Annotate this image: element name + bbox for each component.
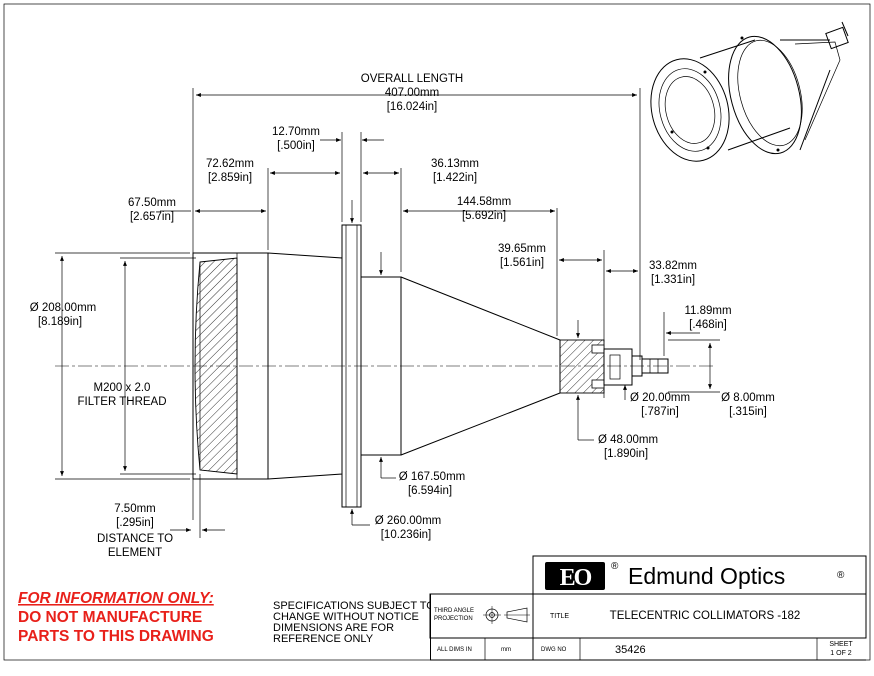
dia-20-in: [.787in] [641,406,679,418]
dia-260-mm: Ø 260.00mm [375,515,441,527]
overall-length-label: OVERALL LENGTH [361,73,463,85]
eo-logo [545,562,605,590]
company-name: Edmund Optics [628,563,785,589]
warning-line3: PARTS TO THIS DRAWING [18,628,214,645]
dimension-lines [55,88,720,538]
dwg-no-label: DWG NO [541,647,567,653]
side-view [55,224,715,508]
dim-72-62-in: [2.859in] [208,172,252,184]
dims-unit: mm [501,647,511,653]
dim-144-58-in: [5.692in] [462,210,506,222]
dim-144-58-mm: 144.58mm [457,196,511,208]
distance-mm: 7.50mm [114,503,156,515]
sheet-label: SHEET [829,641,853,648]
eo-logo-text: EO [560,565,592,591]
warning-line2: DO NOT MANUFACTURE [18,609,202,626]
dim-39-65-mm: 39.65mm [498,243,546,255]
overall-length-in: [16.024in] [387,101,438,113]
dia-260-in: [10.236in] [381,529,432,541]
notice-line4: REFERENCE ONLY [273,633,374,645]
warning-block: FOR INFORMATION ONLY: DO NOT MANUFACTURE… [18,590,214,645]
dims-label: ALL DIMS IN [437,647,472,653]
dim-67-50-mm: 67.50mm [128,197,176,209]
dwg-no: 35426 [615,644,646,656]
dia-167-5-mm: Ø 167.50mm [399,471,465,483]
dia-20-mm: Ø 20.00mm [630,392,690,404]
notice-line2: CHANGE WITHOUT NOTICE [273,611,419,623]
dim-11-89-in: [.468in] [689,319,727,331]
isometric-view [650,21,849,162]
dim-36-13-in: [1.422in] [433,172,477,184]
dia-167-5-in: [6.594in] [408,485,452,497]
title-label: TITLE [550,613,569,620]
distance-label-line1: DISTANCE TO [97,533,173,545]
dia-48-in: [1.890in] [604,448,648,460]
dim-36-13-mm: 36.13mm [431,158,479,170]
company-registered-mark: ® [837,570,845,581]
notice-block: SPECIFICATIONS SUBJECT TO CHANGE WITHOUT… [273,600,435,645]
dim-33-82-in: [1.331in] [651,274,695,286]
dia-8-in: [.315in] [729,406,767,418]
notice-line1: SPECIFICATIONS SUBJECT TO [273,600,435,612]
projection-line2: PROJECTION [434,616,473,622]
drawing-title: TELECENTRIC COLLIMATORS -182 [610,610,801,622]
filter-thread-line2: FILTER THREAD [77,396,166,408]
rear-cylinder [360,276,402,456]
dim-39-65-in: [1.561in] [500,257,544,269]
dia-208-in: [8.189in] [38,316,82,328]
dia-8-mm: Ø 8.00mm [721,392,775,404]
warning-line1: FOR INFORMATION ONLY: [18,590,214,607]
third-angle-projection-icon [483,606,530,624]
logo-registered-mark: ® [611,561,619,572]
projection-line1: THIRD ANGLE [434,608,474,614]
filter-thread-line1: M200 x 2.0 [94,382,151,394]
distance-in: [.295in] [116,517,154,529]
notice-line3: DIMENSIONS ARE FOR [273,622,394,634]
overall-length-mm: 407.00mm [385,87,439,99]
dim-72-62-mm: 72.62mm [206,158,254,170]
lens-element [194,257,238,475]
dim-67-50-in: [2.657in] [130,211,174,223]
distance-label-line2: ELEMENT [108,547,162,559]
sheet-value: 1 OF 2 [830,650,852,657]
dia-208-mm: Ø 208.00mm [30,302,96,314]
dim-33-82-mm: 33.82mm [649,260,697,272]
dim-12-70-mm: 12.70mm [272,126,320,138]
dim-11-89-mm: 11.89mm [684,305,731,317]
title-block: EO ® Edmund Optics ® THIRD ANGLE PROJECT… [429,555,867,661]
dia-48-mm: Ø 48.00mm [598,434,658,446]
dim-12-70-in: [.500in] [277,140,315,152]
